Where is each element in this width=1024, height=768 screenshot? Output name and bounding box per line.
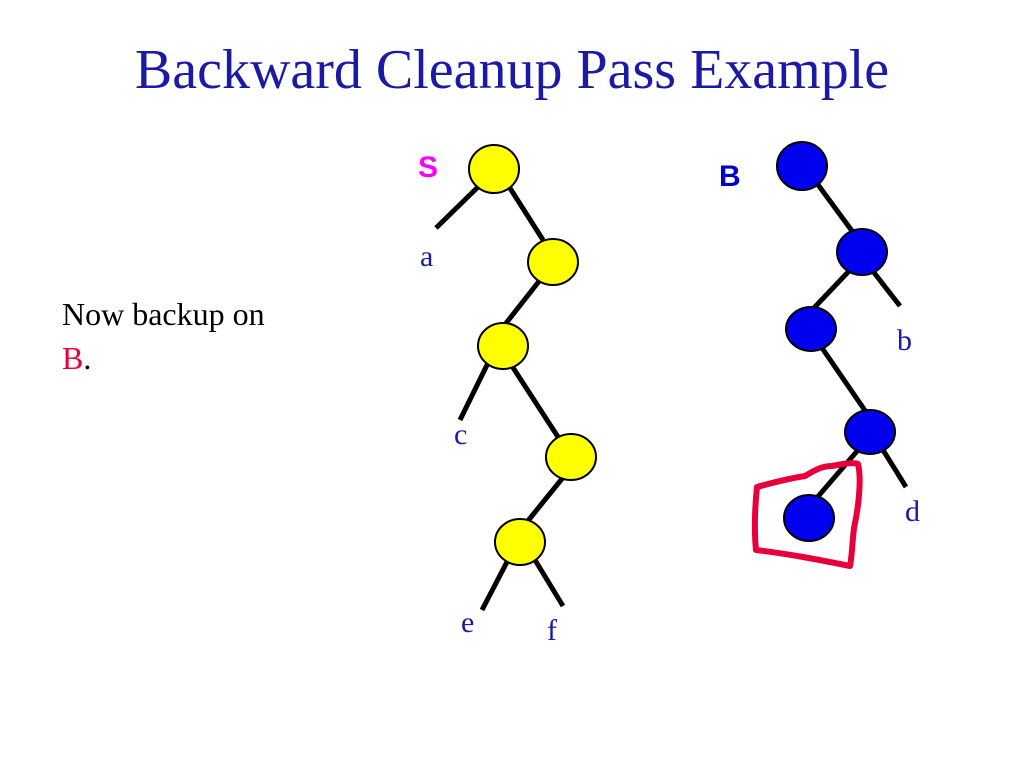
tree-s-edge [479,558,511,612]
tree-s-leaf-label: e [461,606,474,639]
body-line-1: Now backup on [62,296,265,332]
tree-s-node [527,238,579,286]
body-highlight-b: B [62,340,84,376]
tree-s-node [545,433,597,481]
tree-b-node [776,141,828,191]
body-text: Now backup on B. [62,292,265,380]
tree-b: B b d [719,141,920,569]
tree-s-node [477,322,529,370]
tree-b-edge [810,268,852,312]
tree-s-edge [505,183,546,242]
tree-b-edge [813,448,860,502]
tree-s-leaf-label: a [420,240,433,273]
tree-b-label: B [719,160,741,193]
tree-b-leaf-label: b [897,324,912,357]
selection-annotation [751,460,863,569]
tree-b-node [836,228,888,276]
tree-s-leaf-label: f [547,614,557,647]
body-punct: . [83,340,92,376]
tree-s-edge [434,183,482,230]
tree-s-edge [532,558,566,608]
tree-s-edge [507,361,563,442]
tree-b-leaf-label: d [905,495,920,528]
tree-s-node [468,144,520,194]
tree-b-edge [880,448,909,489]
tree-s: S a c e f [418,144,597,647]
tree-s-edge [501,278,542,329]
tree-s-edge [457,361,491,422]
slide-title: Backward Cleanup Pass Example [134,39,890,101]
body-line-2: B. [62,336,265,380]
tree-b-node [785,306,837,352]
tree-s-leaf-label: c [454,418,467,451]
tree-s-edge [525,473,567,524]
tree-b-edge [870,268,902,308]
tree-b-node [844,409,896,455]
tree-b-edge [817,343,869,414]
tree-b-edge [813,180,858,237]
tree-s-node [494,518,546,566]
tree-s-label: S [418,151,438,184]
tree-b-node [783,494,835,542]
